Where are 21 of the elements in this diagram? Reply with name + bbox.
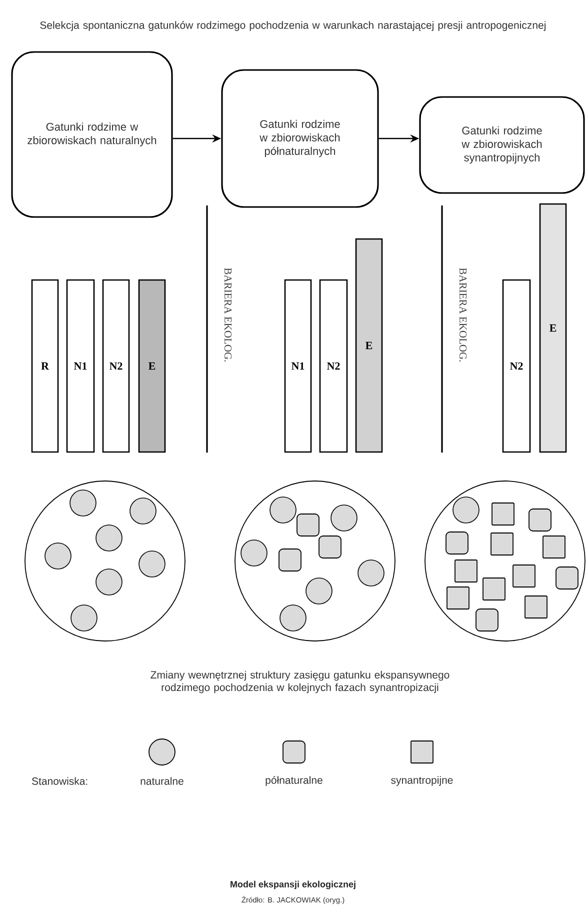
rounded-box: Gatunki rodzime w zbiorowiskach naturalnych (11, 51, 173, 218)
legend-heading: Stanowiska: (32, 777, 88, 785)
legend-label: synantropijne (391, 776, 453, 786)
barrier-label: BARIERA EKOLOG. (459, 268, 467, 362)
legend-label: półnaturalne (266, 776, 322, 786)
bar: N2 (319, 279, 348, 453)
title: Selekcja spontaniczna gatunków rodzimego pochodzenia w warunkach narastającej presji antropogenicznej (40, 21, 546, 31)
legend-label: naturalne (140, 777, 184, 785)
bar: E (138, 279, 166, 453)
bar: N1 (66, 279, 95, 453)
barrier-label: BARIERA EKOLOG. (224, 268, 232, 362)
caption: Model ekspansji ekologicznej (230, 880, 356, 890)
description: Zmiany wewnętrznej struktury zasięgu gatunku ekspansywnego rodzimego pochodzenia w kolejnych fazach synantropizacji (150, 670, 450, 694)
rounded-box: Gatunki rodzime w zbiorowiskach półnaturalnych (221, 69, 379, 208)
bar: E (355, 238, 383, 453)
bar: E (539, 203, 567, 453)
bar: N2 (502, 279, 531, 453)
bar: N1 (284, 279, 312, 453)
rounded-box: Gatunki rodzime w zbiorowiskach synantropijnych (419, 96, 585, 194)
bar: R (31, 279, 59, 453)
bar: N2 (102, 279, 130, 453)
